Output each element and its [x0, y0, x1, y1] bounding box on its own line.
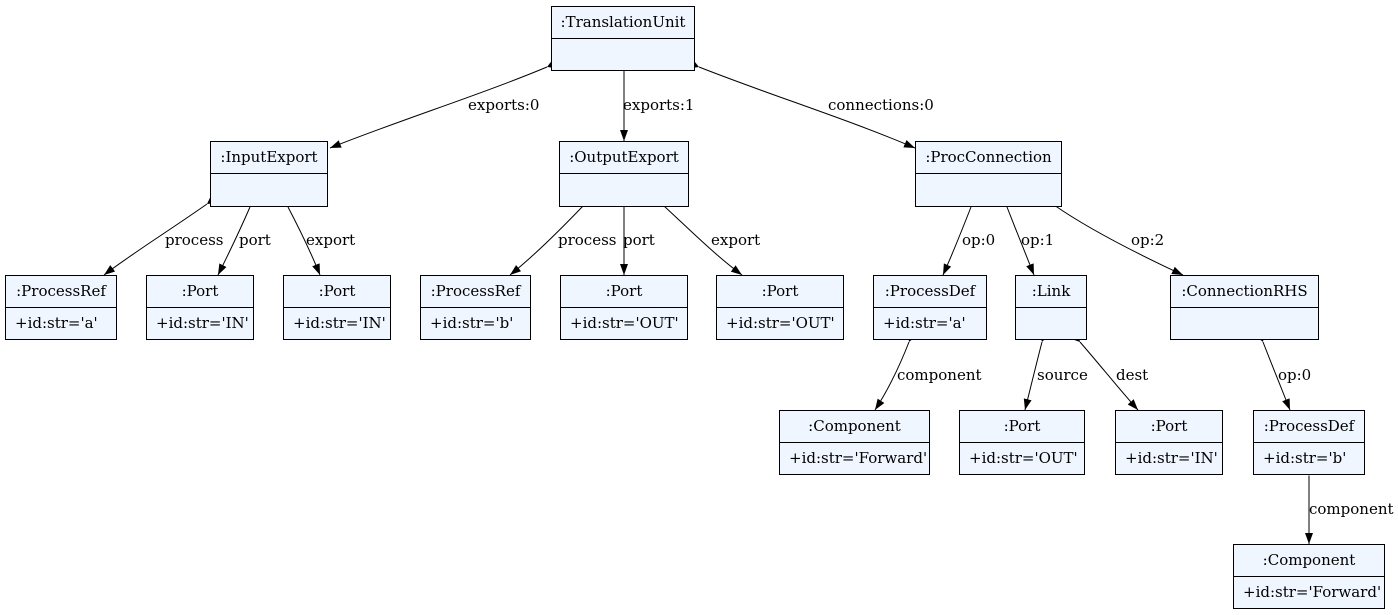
- node-process-ref-a[interactable]: :ProcessRef +id:str='a': [5, 275, 117, 340]
- edge-label-op-1: op:1: [1021, 231, 1054, 249]
- edge-label-op-0-b: op:0: [1278, 366, 1311, 384]
- node-attributes: +id:str='a': [15, 314, 98, 332]
- node-title: :Port: [284, 276, 390, 308]
- edge-tu-ie: [329, 60, 560, 149]
- node-output-export[interactable]: :OutputExport: [559, 141, 689, 207]
- edge-label-export-1: export: [306, 231, 355, 249]
- node-attributes: +id:str='IN': [1125, 449, 1218, 467]
- node-attributes: +id:str='Forward': [1243, 583, 1382, 601]
- node-attributes: +id:str='OUT': [726, 314, 835, 332]
- edge-pd1-comp1: [874, 328, 916, 411]
- edge-tu-pc: [685, 60, 916, 149]
- edge-label-connections-0: connections:0: [828, 96, 934, 114]
- edge-pc-crhs: [1042, 197, 1184, 276]
- node-process-def-b[interactable]: :ProcessDef +id:str='b': [1253, 410, 1365, 475]
- node-title: :ProcessDef: [1254, 411, 1364, 443]
- node-title: :Port: [717, 276, 843, 308]
- edge-label-process-2: process: [558, 231, 616, 249]
- node-link[interactable]: :Link: [1015, 275, 1087, 340]
- node-input-export[interactable]: :InputExport: [210, 141, 328, 207]
- edge-pc-pd1: [942, 193, 978, 276]
- node-process-ref-b[interactable]: :ProcessRef +id:str='b': [420, 275, 531, 340]
- node-title: :Port: [561, 276, 687, 308]
- node-title: :Link: [1016, 276, 1086, 308]
- edge-ie-port1: [217, 194, 257, 276]
- edge-ie-pr1: [103, 195, 219, 276]
- node-attributes: +id:str='b': [1263, 449, 1347, 467]
- node-title: :Component: [780, 411, 929, 443]
- node-title: :Port: [147, 276, 253, 308]
- edge-label-component-2: component: [1309, 500, 1394, 518]
- node-title: :Port: [960, 411, 1084, 443]
- node-translation-unit[interactable]: :TranslationUnit: [551, 6, 695, 71]
- node-title: :ProcessDef: [874, 276, 986, 308]
- node-process-def-a[interactable]: :ProcessDef +id:str='a': [873, 275, 987, 340]
- edge-label-op-2: op:2: [1131, 231, 1164, 249]
- node-component-forward-2[interactable]: :Component +id:str='Forward': [1233, 544, 1385, 609]
- node-proc-connection[interactable]: :ProcConnection: [915, 141, 1062, 207]
- node-attributes: +id:str='OUT': [570, 314, 679, 332]
- edge-label-exports-0: exports:0: [468, 96, 539, 114]
- node-attributes: +id:str='IN': [156, 314, 249, 332]
- edge-label-exports-1: exports:1: [623, 96, 694, 114]
- node-title: :OutputExport: [560, 142, 688, 174]
- node-title: :ConnectionRHS: [1171, 276, 1318, 308]
- node-attributes: +id:str='Forward': [789, 449, 928, 467]
- edge-label-op-0-a: op:0: [962, 231, 995, 249]
- node-title: :ProcessRef: [6, 276, 116, 308]
- node-title: :ProcConnection: [916, 142, 1061, 174]
- edge-label-port-2: port: [623, 231, 655, 249]
- edge-crhs-pd2: [1256, 328, 1291, 411]
- node-attributes: +id:str='IN': [293, 314, 386, 332]
- node-port-in-2[interactable]: :Port +id:str='IN': [283, 275, 391, 340]
- node-title: :TranslationUnit: [552, 7, 694, 39]
- edge-label-component-1: component: [897, 366, 982, 384]
- edge-label-source: source: [1037, 366, 1088, 384]
- node-attributes: +id:str='OUT': [969, 449, 1078, 467]
- node-title: :Component: [1234, 545, 1384, 577]
- edge-link-port5: [1023, 328, 1048, 411]
- node-title: :Port: [1116, 411, 1222, 443]
- edge-label-dest: dest: [1116, 366, 1148, 384]
- node-port-in-3[interactable]: :Port +id:str='IN': [1115, 410, 1223, 475]
- node-title: :ProcessRef: [421, 276, 530, 308]
- node-title: :InputExport: [211, 142, 327, 174]
- edge-link-port6: [1070, 331, 1139, 411]
- edge-label-process-1: process: [165, 231, 223, 249]
- edge-oe-pr2: [509, 195, 593, 276]
- node-port-out-3[interactable]: :Port +id:str='OUT': [959, 410, 1085, 475]
- edge-label-port-1: port: [239, 231, 271, 249]
- node-attributes: +id:str='b': [430, 314, 514, 332]
- node-attributes: +id:str='a': [883, 314, 966, 332]
- edge-ie-port2: [281, 194, 321, 276]
- edge-label-export-2: export: [711, 231, 760, 249]
- node-component-forward-1[interactable]: :Component +id:str='Forward': [779, 410, 930, 475]
- node-connection-rhs[interactable]: :ConnectionRHS: [1170, 275, 1319, 340]
- node-port-out-1[interactable]: :Port +id:str='OUT': [560, 275, 688, 340]
- edge-pc-link: [1000, 193, 1035, 276]
- edge-oe-port4: [653, 196, 743, 276]
- node-port-in-1[interactable]: :Port +id:str='IN': [146, 275, 254, 340]
- node-port-out-2[interactable]: :Port +id:str='OUT': [716, 275, 844, 340]
